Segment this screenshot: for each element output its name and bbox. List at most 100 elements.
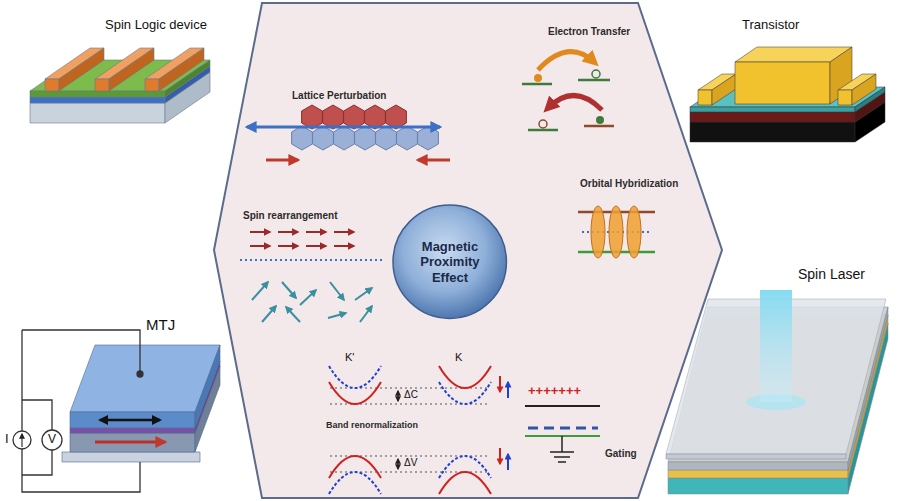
electron-transfer-figure (596, 116, 604, 124)
gap-label: ΔC (404, 389, 418, 401)
mtj-device (95, 441, 165, 444)
band-diagram (499, 376, 501, 392)
transistor-device (838, 90, 852, 105)
charge-signs: +++++++ (528, 384, 581, 399)
lattice-figure (302, 105, 323, 129)
spin-logic-device (30, 97, 165, 103)
spin-rearrangement-figure (262, 306, 276, 322)
transistor-device (690, 107, 855, 112)
gating-figure (561, 436, 563, 452)
spin-rearrangement-figure (240, 232, 385, 322)
lattice-figure (418, 126, 439, 150)
spin-logic-device (159, 48, 204, 91)
transistor-device (712, 74, 736, 105)
spin-rearrangement-figure (306, 231, 326, 233)
spin-laser-device (666, 454, 846, 459)
electron-transfer-figure (528, 129, 558, 132)
spin-rearrangement-figure (278, 231, 298, 233)
transistor-device (690, 122, 855, 142)
hexagon-panel (214, 3, 722, 498)
valley-label: K' (345, 351, 354, 364)
node-text: Magnetic Proximity Effect (405, 239, 495, 286)
mtj-device (62, 452, 200, 462)
transistor-device (830, 47, 852, 104)
mtj-device (70, 345, 220, 412)
circle-outline (393, 205, 506, 318)
lattice-figure (323, 105, 344, 129)
spin-laser-device (668, 462, 848, 470)
gating-figure (550, 451, 574, 453)
device-label: Spin Logic device (105, 18, 207, 33)
lattice-figure (418, 159, 450, 162)
spin-rearrangement-figure (306, 245, 326, 247)
mechanism-label: Gating (605, 448, 637, 460)
lattice-figure (334, 126, 355, 150)
orbital-hybridization-figure (591, 206, 605, 258)
band-diagram (499, 448, 501, 464)
electron-transfer-figure (578, 79, 610, 82)
spin-rearrangement-figure (355, 288, 372, 300)
band-diagram (397, 459, 398, 469)
transistor-device (690, 112, 855, 122)
band-diagram (329, 472, 381, 494)
mtj-device (195, 345, 220, 428)
band-diagram (507, 382, 509, 398)
mtj-device (70, 412, 195, 428)
gating-figure (554, 456, 570, 458)
hexagon-panel (214, 3, 722, 498)
device-label: Spin Laser (798, 266, 865, 282)
lattice-figure (344, 105, 365, 129)
electron-transfer-figure (534, 74, 542, 82)
spin-rearrangement-figure (300, 290, 316, 305)
mechanism-label: Lattice Perturbation (292, 90, 386, 102)
electron-transfer-figure (538, 52, 594, 70)
lattice-figure (376, 126, 397, 150)
gating-figure (525, 405, 600, 407)
band-diagram (507, 454, 509, 470)
spin-laser-device (668, 478, 848, 494)
electron-transfer-figure (548, 95, 602, 110)
mtj-circuit (21, 434, 22, 447)
mechanism-label: Orbital Hybridization (580, 178, 678, 190)
orbital-hybridization-figure (578, 206, 655, 258)
electron-transfer-figure (592, 70, 600, 78)
spin-rearrangement-figure (250, 245, 270, 247)
spin-rearrangement-figure (252, 282, 268, 300)
transistor-device (690, 47, 885, 142)
gating-figure (558, 461, 566, 463)
lattice-figure (313, 126, 334, 150)
spin-logic-device (145, 79, 159, 91)
lattice-figure (397, 126, 418, 150)
spin-logic-device (45, 79, 59, 91)
gating-figure (528, 427, 598, 430)
spin-rearrangement-figure (240, 259, 385, 261)
mtj-circuit (13, 330, 143, 492)
mtj-circuit (22, 330, 140, 492)
spin-rearrangement-figure (334, 231, 354, 233)
spin-logic-device (30, 48, 210, 123)
spin-rearrangement-figure (328, 313, 346, 318)
band-diagram (329, 456, 381, 478)
proximity-circle: Magnetic Proximity Effect (392, 204, 507, 319)
spin-logic-device (95, 79, 109, 91)
circuit-symbol: V (48, 433, 56, 447)
lattice-figure (292, 126, 313, 150)
spin-rearrangement-figure (330, 282, 344, 300)
spin-logic-device (30, 91, 165, 97)
transistor-device (735, 62, 830, 104)
orbital-hybridization-figure (627, 206, 641, 258)
mtj-circuit (137, 371, 143, 377)
mechanism-label: Band renormalization (326, 420, 418, 430)
orbital-hybridization-figure (609, 206, 623, 258)
transistor-device (852, 74, 876, 105)
spin-laser-device (668, 470, 848, 478)
lattice-figure (386, 105, 407, 129)
band-diagram (397, 391, 398, 401)
mtj-device (70, 433, 195, 452)
lattice-figure (247, 126, 440, 129)
spin-rearrangement-figure (278, 245, 298, 247)
mechanism-label: Spin rearrangement (243, 210, 337, 222)
spin-rearrangement-figure (334, 245, 354, 247)
mtj-circuit (42, 430, 62, 450)
device-label: MTJ (146, 316, 175, 333)
